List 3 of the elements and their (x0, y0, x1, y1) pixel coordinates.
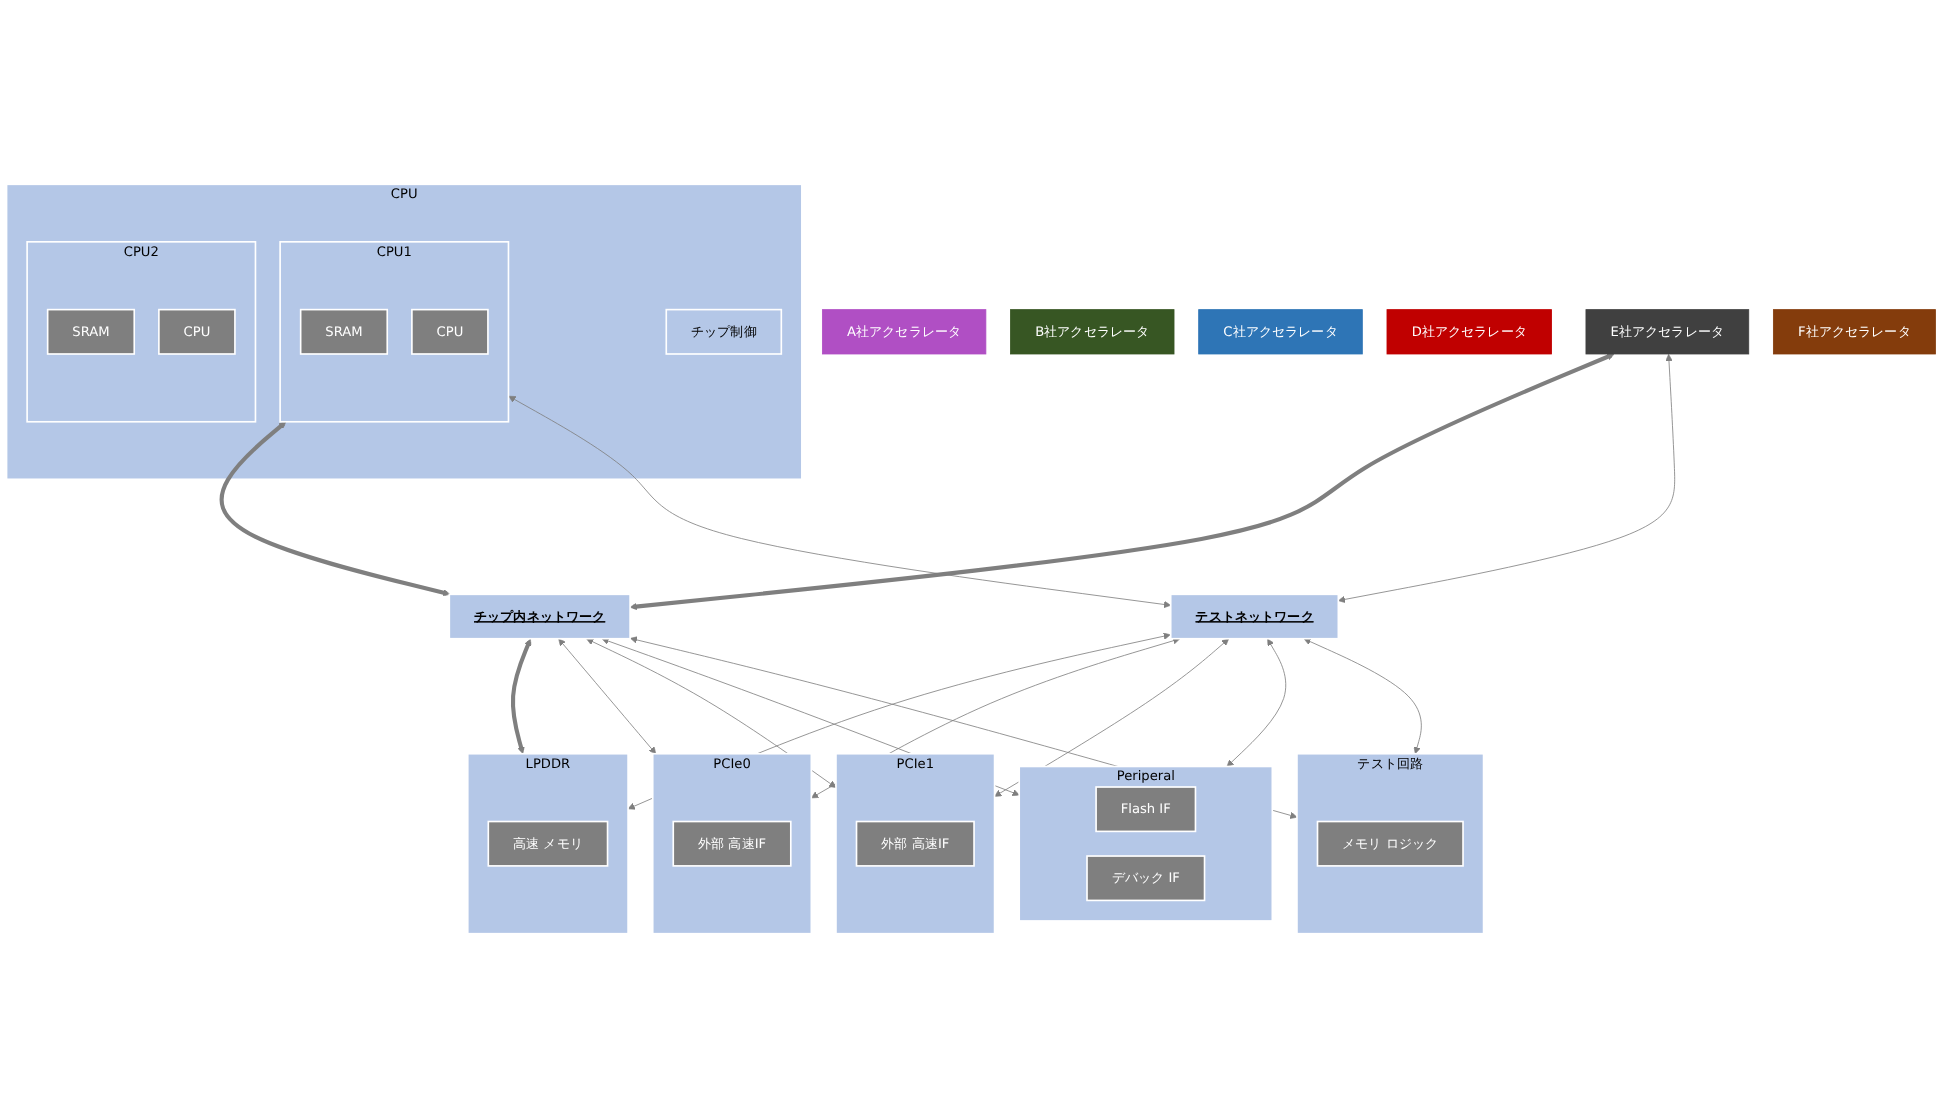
arrow (629, 353, 1615, 611)
arrow (510, 638, 532, 755)
arrow (219, 421, 451, 597)
